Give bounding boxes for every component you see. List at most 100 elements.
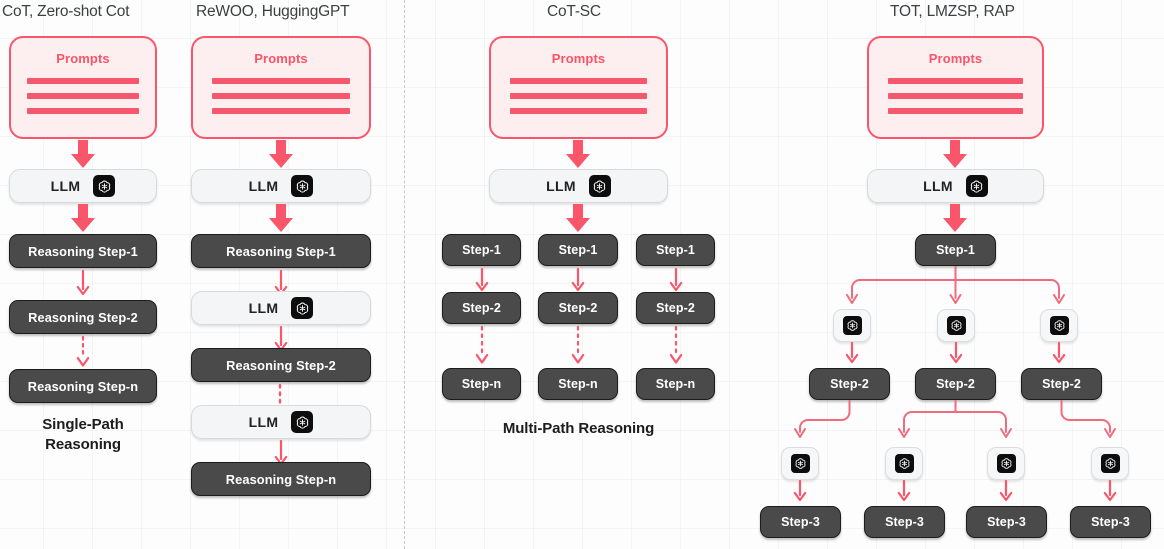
fat-arrow-down xyxy=(943,140,967,168)
thin-arrow-down xyxy=(999,480,1013,502)
column-title-tot: TOT, LMZSP, RAP xyxy=(890,3,1015,20)
openai-icon xyxy=(894,454,914,473)
thin-arrow-down xyxy=(571,268,585,292)
llm-box-cot: LLM xyxy=(9,169,157,203)
dotted-arrow-down xyxy=(475,326,489,364)
llm-box-rewoo-last: LLM xyxy=(191,405,371,439)
thin-arrow-down xyxy=(76,270,90,296)
step-box-l2-1: Step-2 xyxy=(809,368,890,400)
llm-box-cotsc: LLM xyxy=(489,169,668,203)
step-box-cn: Step-n xyxy=(636,368,715,400)
llm-label: LLM xyxy=(248,414,279,430)
dotted-arrow-down xyxy=(76,336,90,367)
prompt-line xyxy=(212,78,350,84)
column-title-rewoo: ReWOO, HuggingGPT xyxy=(196,3,350,20)
prompt-line xyxy=(888,93,1023,99)
openai-icon xyxy=(1100,454,1120,473)
openai-icon xyxy=(588,175,611,197)
fat-arrow-down xyxy=(269,204,293,232)
prompt-label: Prompts xyxy=(551,51,606,66)
step-box-reasoning-n: Reasoning Step-n xyxy=(9,369,157,403)
thin-arrow-down xyxy=(949,342,963,364)
thin-arrow-down xyxy=(669,268,683,292)
prompt-line xyxy=(212,108,350,114)
prompt-line xyxy=(510,78,647,84)
openai-icon xyxy=(291,411,314,433)
step-box-c1: Step-1 xyxy=(636,234,715,266)
step-box-l3-4: Step-3 xyxy=(1070,506,1151,538)
llm-box-tot: LLM xyxy=(867,169,1044,203)
step-box-bn: Step-n xyxy=(538,368,618,400)
step-box-a2: Step-2 xyxy=(442,292,521,324)
prompt-card-cot: Prompts xyxy=(9,36,157,139)
llm-node-b3 xyxy=(1040,309,1078,342)
llm-label: LLM xyxy=(248,300,279,316)
step-box-l3-2: Step-3 xyxy=(864,506,945,538)
openai-icon xyxy=(790,454,810,473)
prompt-lines xyxy=(212,78,350,114)
caption-line-1: Single-Path xyxy=(42,416,124,433)
fat-arrow-down xyxy=(71,140,95,168)
dotted-arrow-down xyxy=(669,326,683,364)
step-box-c2: Step-2 xyxy=(636,292,715,324)
prompt-line xyxy=(212,93,350,99)
prompt-line xyxy=(26,108,140,114)
fat-arrow-down xyxy=(71,204,95,232)
step-box-reasoning-1: Reasoning Step-1 xyxy=(9,234,157,268)
prompt-line xyxy=(888,78,1023,84)
prompt-card-cotsc: Prompts xyxy=(489,36,668,139)
openai-icon xyxy=(946,316,966,335)
prompt-line xyxy=(510,108,647,114)
step-box-a1: Step-1 xyxy=(442,234,521,266)
column-title-cotsc: CoT-SC xyxy=(547,3,601,20)
openai-icon xyxy=(996,454,1016,473)
prompt-line xyxy=(510,93,647,99)
prompt-line xyxy=(888,108,1023,114)
section-divider xyxy=(404,0,405,549)
llm-node-b1 xyxy=(833,309,871,342)
step-box-reasoning-2: Reasoning Step-2 xyxy=(191,348,371,382)
step-box-root: Step-1 xyxy=(915,234,996,266)
llm-label: LLM xyxy=(50,178,81,194)
fat-arrow-down xyxy=(566,204,590,232)
llm-box-rewoo-mid: LLM xyxy=(191,291,371,325)
fat-arrow-down xyxy=(943,204,967,232)
thin-arrow-down xyxy=(897,480,911,502)
thin-arrow-down xyxy=(1103,480,1117,502)
llm-box-rewoo: LLM xyxy=(191,169,371,203)
step-box-l2-2: Step-2 xyxy=(915,368,996,400)
thin-arrow-down xyxy=(845,342,859,364)
step-box-reasoning-2: Reasoning Step-2 xyxy=(9,300,157,334)
prompt-line xyxy=(26,78,140,84)
step-box-l3-3: Step-3 xyxy=(966,506,1047,538)
step-box-l2-3: Step-2 xyxy=(1021,368,1102,400)
caption-line-2: Reasoning xyxy=(45,436,121,454)
prompt-lines xyxy=(510,78,647,114)
column-title-cot: CoT, Zero-shot Cot xyxy=(2,3,130,20)
llm-label: LLM xyxy=(248,178,279,194)
step-box-l3-1: Step-3 xyxy=(760,506,841,538)
step-box-b1: Step-1 xyxy=(538,234,618,266)
llm-node-b2 xyxy=(937,309,975,342)
step-box-reasoning-n: Reasoning Step-n xyxy=(191,462,371,496)
prompt-label: Prompts xyxy=(56,51,110,66)
dotted-arrow-down xyxy=(571,326,585,364)
fat-arrow-down xyxy=(269,140,293,168)
step-box-an: Step-n xyxy=(442,368,521,400)
prompt-lines xyxy=(888,78,1023,114)
thin-arrow-down xyxy=(475,268,489,292)
prompt-card-rewoo: Prompts xyxy=(191,36,371,139)
dotted-line xyxy=(278,384,282,408)
branch-links-level3 xyxy=(794,400,1116,438)
prompt-line xyxy=(26,93,140,99)
prompt-card-tot: Prompts xyxy=(867,36,1044,139)
llm-label: LLM xyxy=(546,178,576,194)
fat-arrow-down xyxy=(566,140,590,168)
llm-node-c2 xyxy=(885,447,923,480)
openai-icon xyxy=(291,175,314,197)
caption-multi-path: Multi-Path Reasoning xyxy=(502,420,655,437)
step-box-reasoning-1: Reasoning Step-1 xyxy=(191,234,371,268)
openai-icon xyxy=(965,175,988,197)
thin-arrow-down xyxy=(1052,342,1066,364)
